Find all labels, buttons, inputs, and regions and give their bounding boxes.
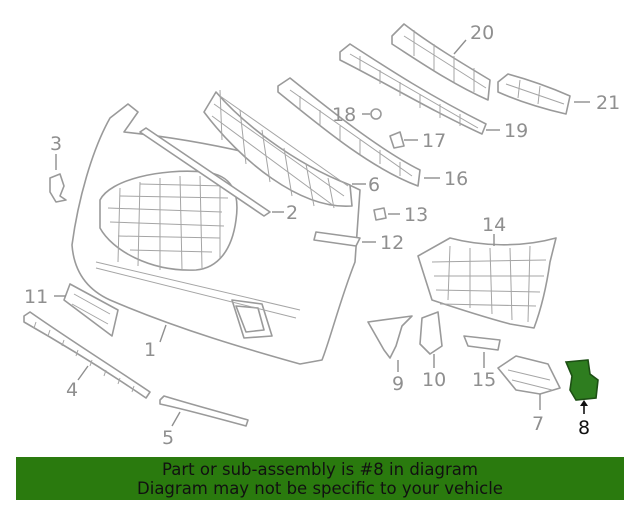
part-20-upper-support (391, 23, 491, 101)
part-21-side-bracket (497, 73, 590, 115)
exploded-parts-diagram: 1 2 3 4 5 6 7 8 9 10 11 12 13 14 15 16 1… (23, 22, 620, 449)
callout-11: 11 (24, 286, 48, 308)
callout-9: 9 (392, 373, 404, 395)
callout-15: 15 (472, 369, 496, 391)
callout-14: 14 (482, 214, 506, 236)
leader-5 (171, 411, 181, 427)
callout-2: 2 (286, 202, 298, 224)
part-10-side-support (419, 311, 443, 368)
part-info-banner: Part or sub-assembly is #8 in diagram Di… (16, 457, 624, 500)
part-18-fastener (362, 108, 382, 120)
part-2-trim-strip (139, 127, 284, 217)
callout-7: 7 (532, 413, 544, 435)
callout-20: 20 (470, 22, 494, 44)
part-3-clip (49, 154, 67, 203)
part-14-air-duct (417, 234, 557, 329)
part-9-bracket (367, 315, 413, 372)
leader-1 (159, 324, 167, 343)
leader-8-arrowhead (580, 400, 588, 406)
part-17-clip (389, 131, 418, 149)
callout-3: 3 (50, 133, 62, 155)
part-11-license-bracket (54, 283, 119, 337)
part-6-grille (203, 89, 366, 209)
leader-20 (453, 39, 467, 55)
callout-4: 4 (66, 379, 78, 401)
part-16-absorber (277, 77, 440, 187)
callout-1: 1 (144, 339, 156, 361)
part-8-highlighted-bracket (564, 359, 599, 414)
banner-line-disclaimer: Diagram may not be specific to your vehi… (137, 478, 503, 498)
callout-17: 17 (422, 130, 446, 152)
callout-21: 21 (596, 92, 620, 114)
callout-18: 18 (332, 104, 356, 126)
banner-line-part: Part or sub-assembly is #8 in diagram (162, 459, 478, 479)
part-7-bracket (497, 355, 561, 410)
callout-16: 16 (444, 168, 468, 190)
leader-4 (77, 365, 89, 381)
part-5-lower-trim (159, 395, 249, 427)
callout-8: 8 (578, 417, 590, 439)
part-15-bracket (463, 335, 501, 368)
callout-12: 12 (380, 232, 404, 254)
part-19-reinforcement (339, 43, 500, 135)
callout-10: 10 (422, 369, 446, 391)
callout-13: 13 (404, 204, 428, 226)
part-13-clip (373, 207, 400, 221)
callout-19: 19 (504, 120, 528, 142)
callout-6: 6 (368, 174, 380, 196)
callout-5: 5 (162, 427, 174, 449)
part-12-bracket (313, 231, 376, 247)
part-4-lower-spoiler (23, 311, 151, 399)
